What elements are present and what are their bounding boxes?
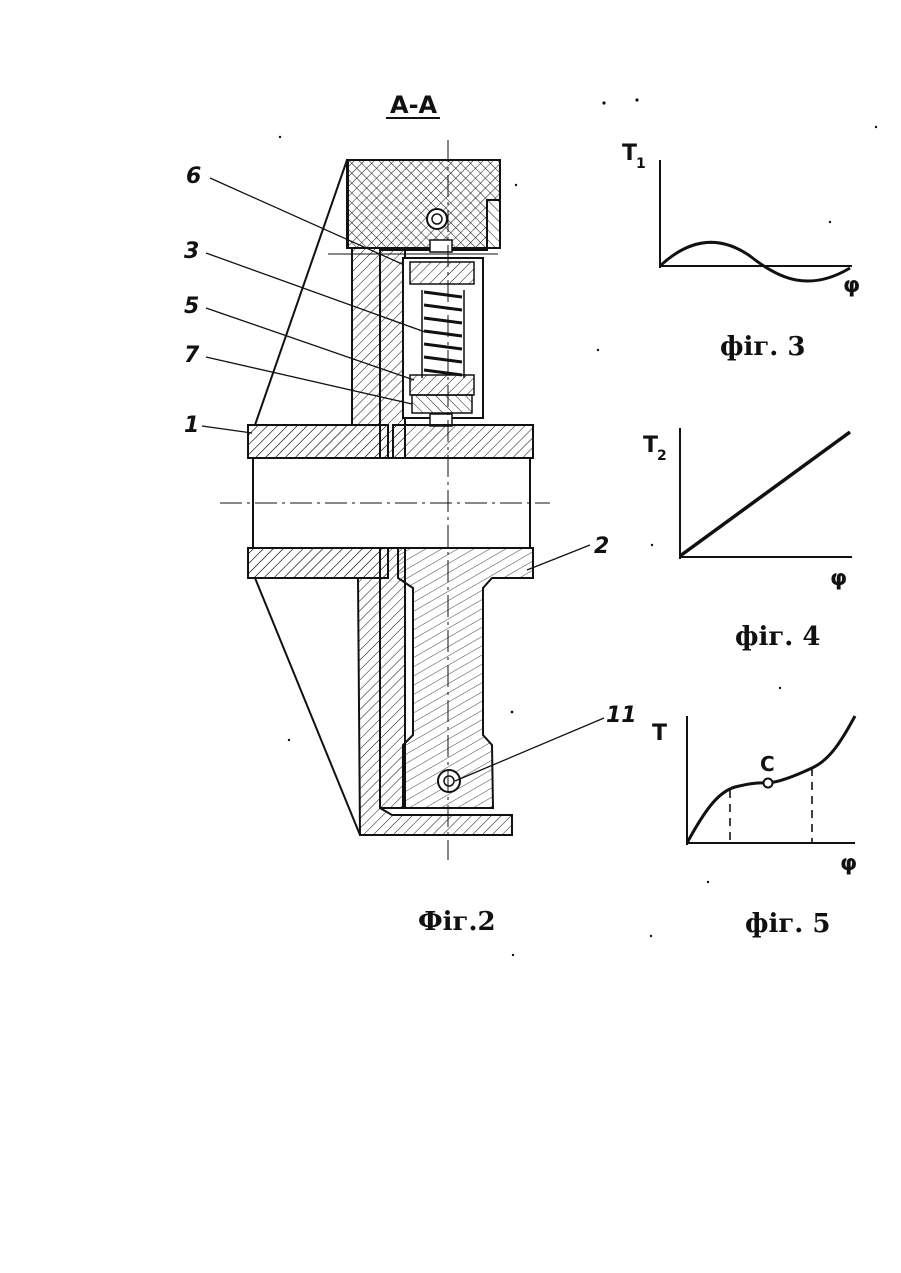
fig4-x-label: φ (830, 566, 847, 591)
fig3-graph: T 1 φ фіг. 3 (622, 141, 860, 362)
fig4-caption: фіг. 4 (735, 622, 820, 652)
fig3-y-subscript: 1 (636, 156, 646, 172)
callout-1: 1 (184, 413, 199, 438)
upper-spring-seat (410, 262, 474, 284)
callout-2: 2 (594, 534, 609, 559)
callout-7: 7 (184, 343, 200, 368)
fig4-graph: T 2 φ фіг. 4 (643, 428, 852, 652)
fig3-y-label: T (622, 141, 637, 166)
bottom-pivot-inner (444, 776, 454, 786)
hub-top-ring (393, 425, 533, 458)
cone-upper-line (255, 160, 347, 425)
callout-3: 3 (184, 239, 199, 264)
fig5-x-label: φ (840, 851, 857, 876)
callout-6: 6 (186, 164, 201, 189)
leader-2 (527, 545, 590, 570)
fig5-point-c (764, 779, 773, 788)
fig3-caption: фіг. 3 (720, 332, 805, 362)
lever-2 (398, 548, 533, 808)
cone-lower-line (255, 578, 360, 835)
fig5-y-label: T (652, 721, 667, 746)
callout-5: 5 (184, 294, 199, 319)
body1-top-ring (248, 425, 388, 458)
fig4-y-label: T (643, 433, 658, 458)
fig2-mechanism: 6 3 5 7 1 2 11 Фіг.2 (184, 140, 637, 937)
fig5-graph: C T φ фіг. 5 (652, 716, 857, 939)
fig5-point-label: C (760, 752, 775, 776)
top-link (430, 240, 452, 252)
fig4-y-subscript: 2 (657, 448, 667, 464)
top-pivot-inner (432, 214, 442, 224)
fig3-x-label: φ (843, 273, 860, 298)
callout-11: 11 (606, 703, 637, 728)
section-label: A-A (390, 91, 438, 119)
plunger-7 (412, 395, 472, 413)
fig2-caption: Фіг.2 (418, 907, 496, 937)
fig5-caption: фіг. 5 (745, 909, 830, 939)
fig4-line (680, 432, 850, 556)
fig3-curve (660, 242, 850, 281)
top-block (348, 160, 500, 248)
body1-bottom-ring (248, 548, 388, 578)
leader-1 (202, 426, 252, 433)
